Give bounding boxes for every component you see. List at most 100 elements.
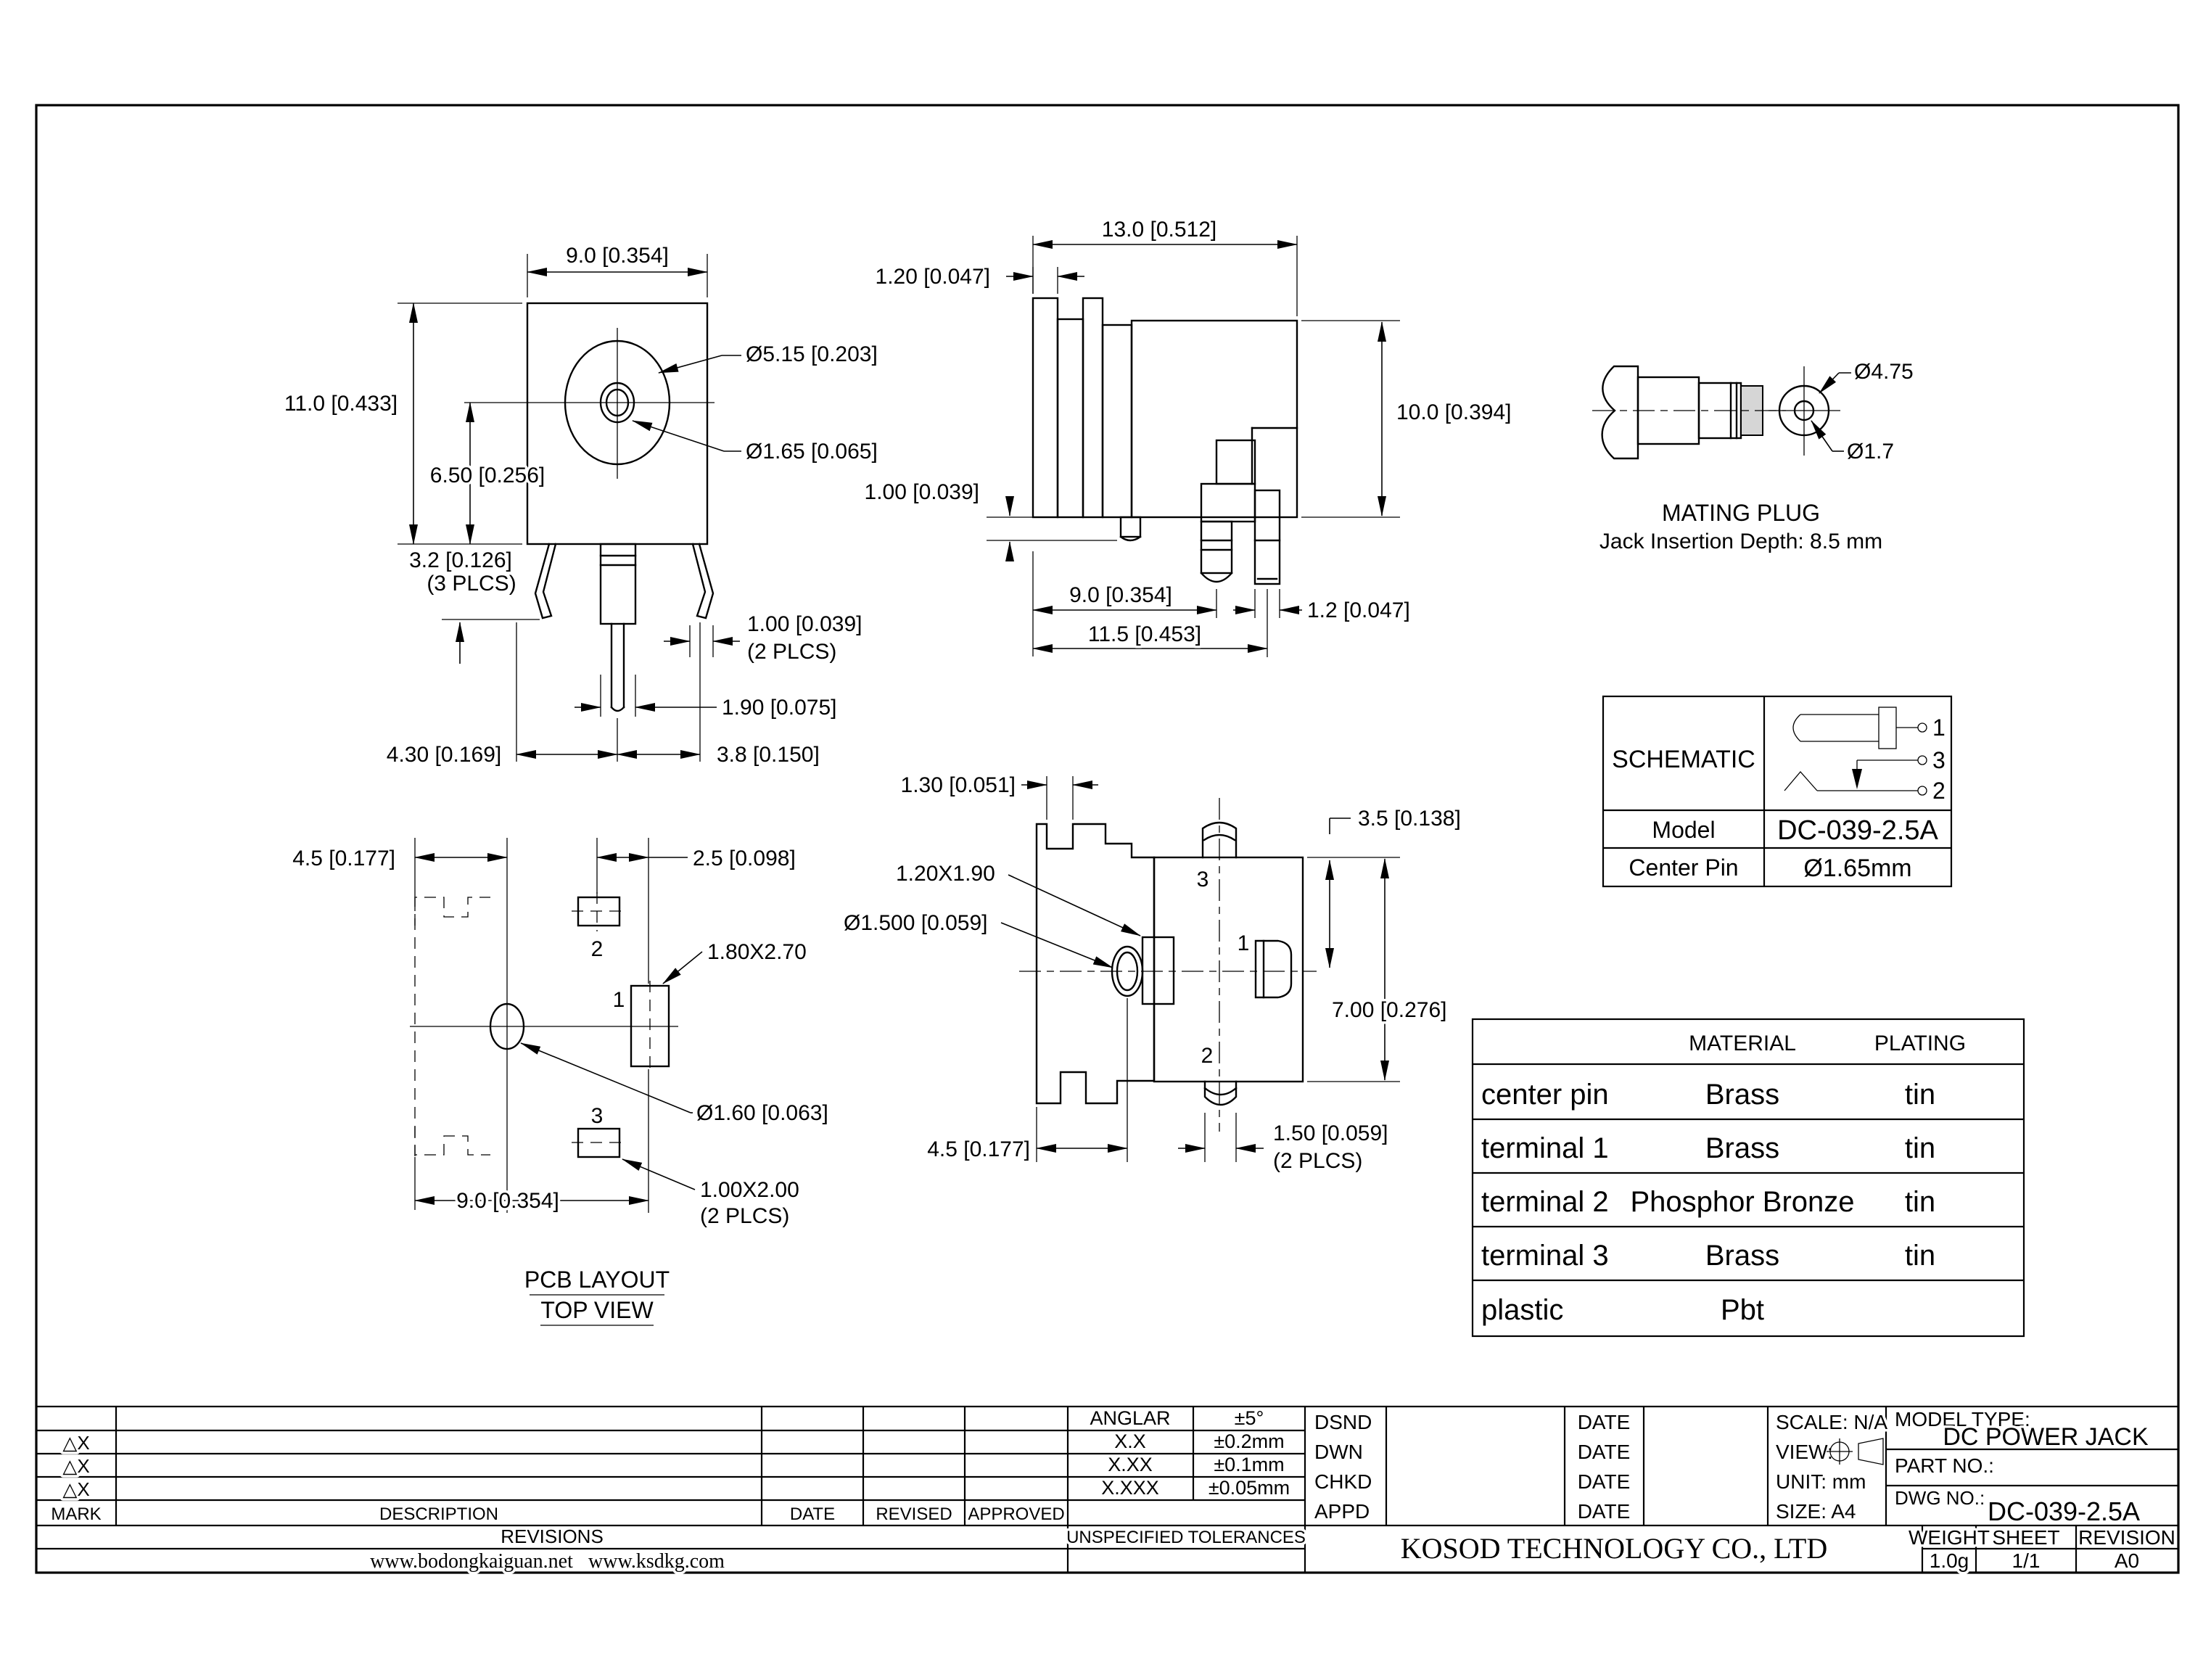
titleblock-dwgno-label: DWG NO.: [1895,1487,1985,1509]
bottom-t2-label: 2 [1201,1044,1214,1068]
mating-plug-view: Ø4.75 Ø1.7 MATING PLUG Jack Insertion De… [1592,358,1916,556]
material-part: terminal 3 [1481,1240,1609,1272]
material-plating: tin [1905,1186,1935,1218]
sheet-label: SHEET [1992,1526,2059,1549]
material-row: plastic Pbt [1479,1292,1767,1329]
bottom-t1-label: 1 [1238,931,1250,955]
side-view-linework [1032,297,1298,585]
tolerance-label: X.XXX [1101,1477,1159,1499]
dim-side-pin-pos: 9.0 [0.354] [1069,583,1172,607]
schematic-model-label: Model [1652,817,1715,843]
dim-bottom-t2-note: (2 PLCS) [1273,1149,1362,1173]
weight-value: 1.0g [1930,1549,1969,1572]
title-block-grid [36,1405,2178,1573]
material-part: center pin [1481,1079,1609,1111]
dim-pcb-left: 4.5 [0.177] [292,847,395,870]
titleblock-date: DATE [1578,1470,1631,1493]
schematic-table: SCHEMATIC 1 3 2 Model DC-039-2.5A Center… [1602,695,1953,888]
plating-col-header: PLATING [1874,1032,1966,1055]
material-material: Phosphor Bronze [1630,1186,1854,1218]
pcb-pad1-size: 1.80X2.70 [707,940,807,964]
mating-plug-labels: Ø4.75 Ø1.7 MATING PLUG Jack Insertion De… [1597,358,1916,556]
tolerance-value: ±0.2mm [1214,1430,1284,1452]
dim-front-clip-t-note: (2 PLCS) [747,640,836,664]
tolerance-label: X.X [1114,1430,1146,1452]
dim-side-standoff: 1.00 [0.039] [865,480,979,504]
pcb-pad-size: 1.00X2.00 [700,1178,799,1202]
revisions-title: REVISIONS [501,1525,604,1547]
material-row: terminal 2 Phosphor Bronze tin [1479,1184,1938,1221]
dim-front-right: 3.8 [0.150] [717,743,820,767]
pcb-linework [410,838,678,1213]
tolerance-value: ±5° [1235,1407,1264,1429]
tolerance-table: ANGLAR ±5° X.X ±0.2mm X.XX ±0.1mm X.XXX … [1064,1405,1309,1550]
schematic-pin2: 2 [1932,778,1946,804]
front-view: 9.0 [0.354] 11.0 [0.433] 6.50 [0.256] Ø5… [281,242,880,770]
tolerance-label: X.XX [1108,1454,1153,1475]
titleblock-modeltype-label: MODEL TYPE: [1895,1408,2030,1430]
dim-front-width: 9.0 [0.354] [566,244,669,268]
front-view-linework [464,302,715,712]
material-material: Brass [1705,1240,1779,1272]
schematic-title: SCHEMATIC [1612,746,1755,773]
revisions-col-mark: MARK [51,1504,101,1524]
dim-pcb-width: 9.0 [0.354] [456,1189,559,1213]
schematic-pin3: 3 [1932,747,1946,773]
revisions-col-date: DATE [790,1504,835,1524]
titleblock-date: DATE [1578,1500,1631,1523]
dim-front-clip-h: 3.2 [0.126] [409,548,512,572]
material-material: Brass [1705,1132,1779,1164]
material-row: terminal 3 Brass tin [1479,1238,1938,1275]
dim-side-sq-pin: 1.2 [0.047] [1307,598,1410,622]
revision-mark-row: △X [62,1455,89,1477]
titleblock-date: DATE [1578,1441,1631,1463]
material-plating: tin [1905,1079,1935,1111]
side-view: 13.0 [0.512] 1.20 [0.047] 10.0 [0.394] 1… [862,215,1514,657]
pcb-subtitle: TOP VIEW [540,1297,654,1323]
dim-side-height: 10.0 [0.394] [1396,400,1511,424]
bottom-hole-dia: Ø1.500 [0.059] [844,911,988,935]
tolerance-value: ±0.05mm [1209,1477,1290,1499]
material-col-header: MATERIAL [1689,1032,1796,1055]
pcb-pad1-label: 1 [613,988,625,1012]
tolerance-label: ANGLAR [1090,1407,1170,1429]
schematic-model-value: DC-039-2.5A [1777,815,1938,846]
dim-front-left: 4.30 [0.169] [387,743,501,767]
company-name: KOSOD TECHNOLOGY CO., LTD [1401,1532,1828,1565]
schematic-symbol: 1 3 2 [1784,707,1948,807]
dim-front-clip-t: 1.00 [0.039] [747,612,862,636]
sheet-value: 1/1 [2012,1549,2041,1572]
sheet-border [35,104,2180,1574]
mating-plug-linework [1592,365,1840,460]
titleblock-dwn: DWN [1314,1441,1363,1463]
pcb-dimensions: 4.5 [0.177] 2.5 [0.098] 2 1 1.80X2.70 Ø1… [290,844,831,1326]
material-plating: tin [1905,1240,1935,1272]
pcb-pad3-label: 3 [591,1104,604,1128]
titleblock-date: DATE [1578,1411,1631,1433]
titleblock-scale: SCALE: N/A [1776,1411,1887,1433]
website-1: www.bodongkaiguan.net [370,1550,573,1573]
website-2: www.ksdkg.com [588,1550,725,1573]
titleblock-unit: UNIT: mm [1776,1470,1866,1493]
revision-value: A0 [2115,1549,2139,1572]
dim-side-overall: 11.5 [0.453] [1088,622,1201,646]
dia-front-pin: Ø1.65 [0.065] [746,440,878,464]
front-view-dimensions: 9.0 [0.354] 11.0 [0.433] 6.50 [0.256] Ø5… [281,242,880,770]
dim-front-height: 11.0 [0.433] [284,392,398,416]
titleblock-dwgno: DC-039-2.5A [1988,1496,2140,1526]
bottom-dimensions: 1.30 [0.051] 1.20X1.90 Ø1.500 [0.059] 3 … [841,771,1464,1176]
dim-pcb-pitch: 2.5 [0.098] [693,847,796,870]
bottom-pad-size: 1.20X1.90 [896,862,995,886]
dia-front-outer: Ø5.15 [0.203] [746,342,878,366]
dim-side-flange: 1.20 [0.047] [876,265,990,289]
revisions-col-approved: APPROVED [968,1504,1064,1524]
material-part: terminal 2 [1481,1186,1609,1218]
titleblock-chkd: CHKD [1314,1470,1372,1493]
dia-plug-body: Ø4.75 [1854,360,1914,384]
material-plating: tin [1905,1132,1935,1164]
material-part: plastic [1481,1294,1563,1326]
dim-front-pin-w: 1.90 [0.075] [722,696,836,720]
revisions-col-revised: REVISED [876,1504,952,1524]
pcb-layout-view: 4.5 [0.177] 2.5 [0.098] 2 1 1.80X2.70 Ø1… [290,838,831,1326]
revisions-table: △X △X △X MARK DESCRIPTION DATE REVISED A… [49,1430,1067,1576]
